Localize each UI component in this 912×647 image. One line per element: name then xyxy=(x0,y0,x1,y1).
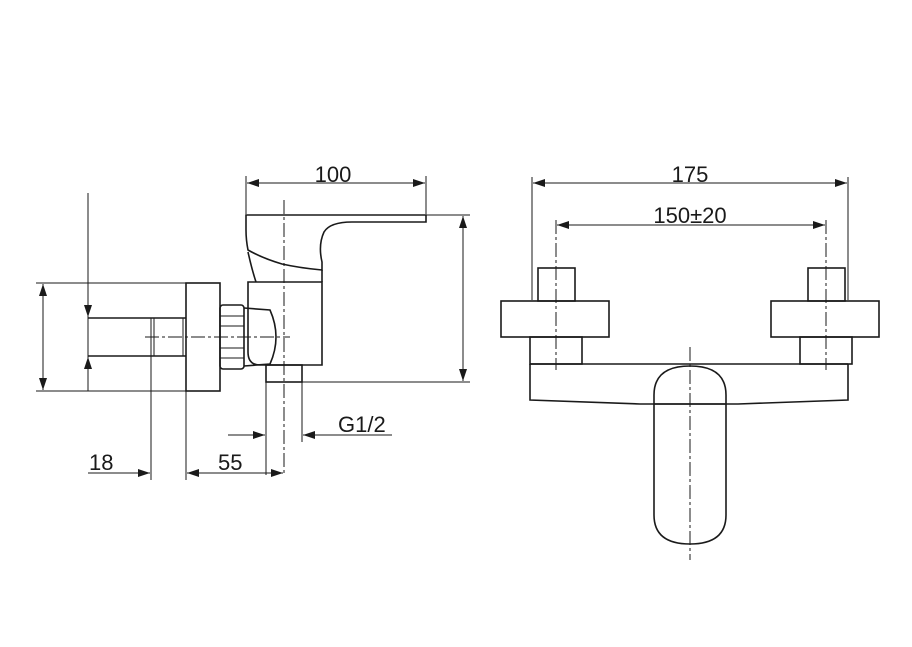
mixer-body xyxy=(247,281,323,366)
offset-dimension-label: 18 xyxy=(89,450,113,475)
mixer-front-body xyxy=(529,364,849,405)
centers-label: 150±20 xyxy=(653,203,726,228)
overall-width-label: 175 xyxy=(672,162,709,187)
side-view: 100 G1/2 18 55 xyxy=(36,162,470,480)
width-dimension-label: 100 xyxy=(315,162,352,187)
thread-dimension-label: G1/2 xyxy=(338,412,386,437)
hex-nut xyxy=(219,304,245,370)
depth-dimension-label: 55 xyxy=(218,450,242,475)
left-connector xyxy=(500,267,610,365)
right-connector xyxy=(770,267,880,365)
connector-cone xyxy=(243,307,277,367)
front-view: 175 150±20 xyxy=(500,162,880,560)
lever-front xyxy=(653,365,727,545)
lever-handle xyxy=(245,214,427,271)
